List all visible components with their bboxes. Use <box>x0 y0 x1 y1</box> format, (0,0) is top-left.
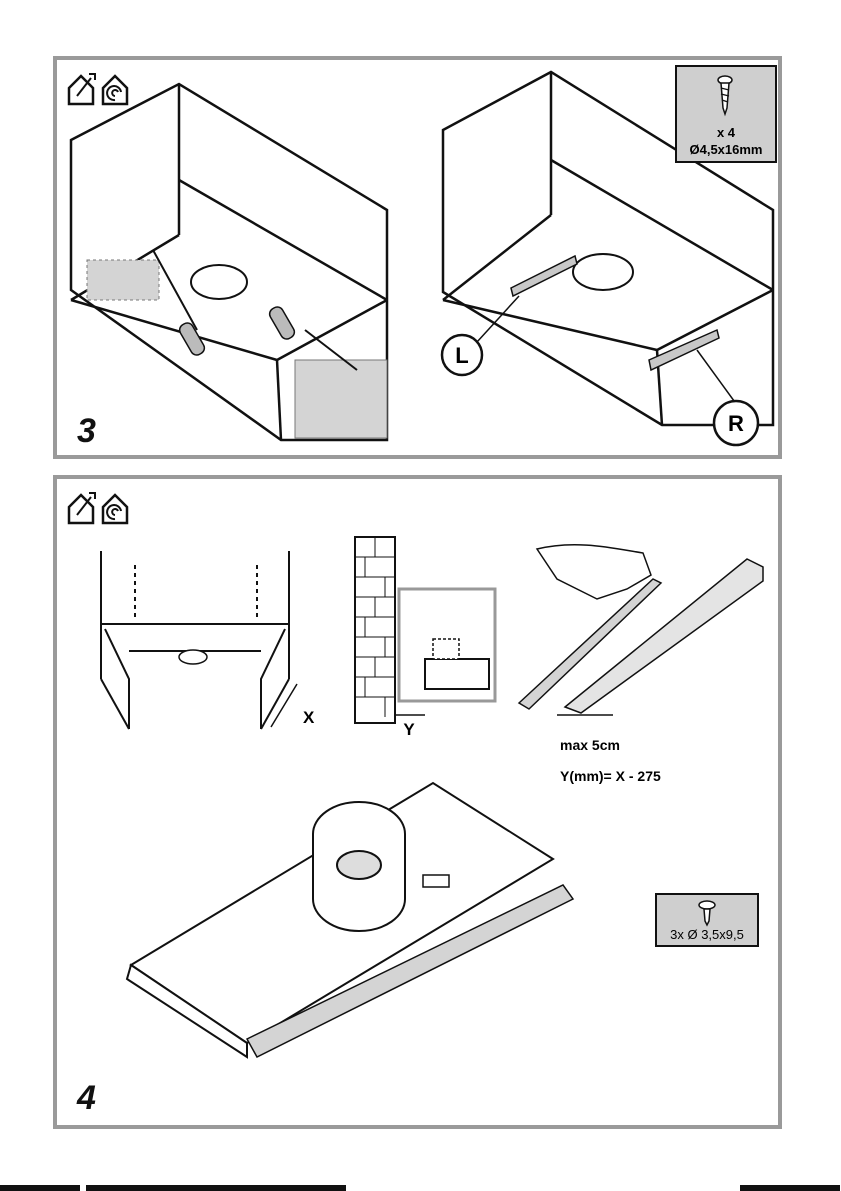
formula-label: Y(mm)= X - 275 <box>560 768 661 784</box>
max-label: max 5cm <box>560 737 620 753</box>
step-4-panel: X Y max 5cm Y(mm)= X - 275 <box>53 475 782 1129</box>
step-4-illustration: X Y max 5cm Y(mm)= X - 275 <box>57 479 786 1133</box>
house-duct-out-icon <box>69 493 95 523</box>
left-bracket <box>511 256 577 296</box>
step-number: 3 <box>77 412 96 451</box>
house-recirculation-icon <box>103 76 127 104</box>
house-recirculation-icon <box>103 495 127 523</box>
step-3-panel: L R x 4 Ø4,5x16mm 3 <box>53 56 782 459</box>
front-panel-shade <box>295 360 387 438</box>
left-mounting-template <box>87 260 159 300</box>
screwdriver-left <box>153 250 207 357</box>
bracket-right-label: R <box>728 411 744 436</box>
screw-quantity-size: 3x Ø 3,5x9,5 <box>670 927 744 942</box>
dim-y-label: Y <box>403 720 415 739</box>
cabinet-front-view <box>101 551 289 729</box>
step-number: 4 <box>77 1079 96 1118</box>
fan-icon <box>337 851 381 879</box>
house-duct-out-icon <box>69 74 95 104</box>
wall-side-view <box>355 537 495 723</box>
bracket-left-label: L <box>455 343 468 368</box>
dim-x-label: X <box>303 708 315 727</box>
hand-icon <box>537 545 651 599</box>
screw-size: Ø4,5x16mm <box>690 142 763 157</box>
footer-scan-edge <box>0 1182 841 1191</box>
step-3-illustration: L R x 4 Ø4,5x16mm <box>57 60 786 463</box>
screw-quantity: x 4 <box>717 125 736 140</box>
duct-hole <box>191 265 247 299</box>
duct-hole-front <box>179 650 207 664</box>
duct-hole-right <box>573 254 633 290</box>
filter-trim-illustration <box>519 545 763 713</box>
